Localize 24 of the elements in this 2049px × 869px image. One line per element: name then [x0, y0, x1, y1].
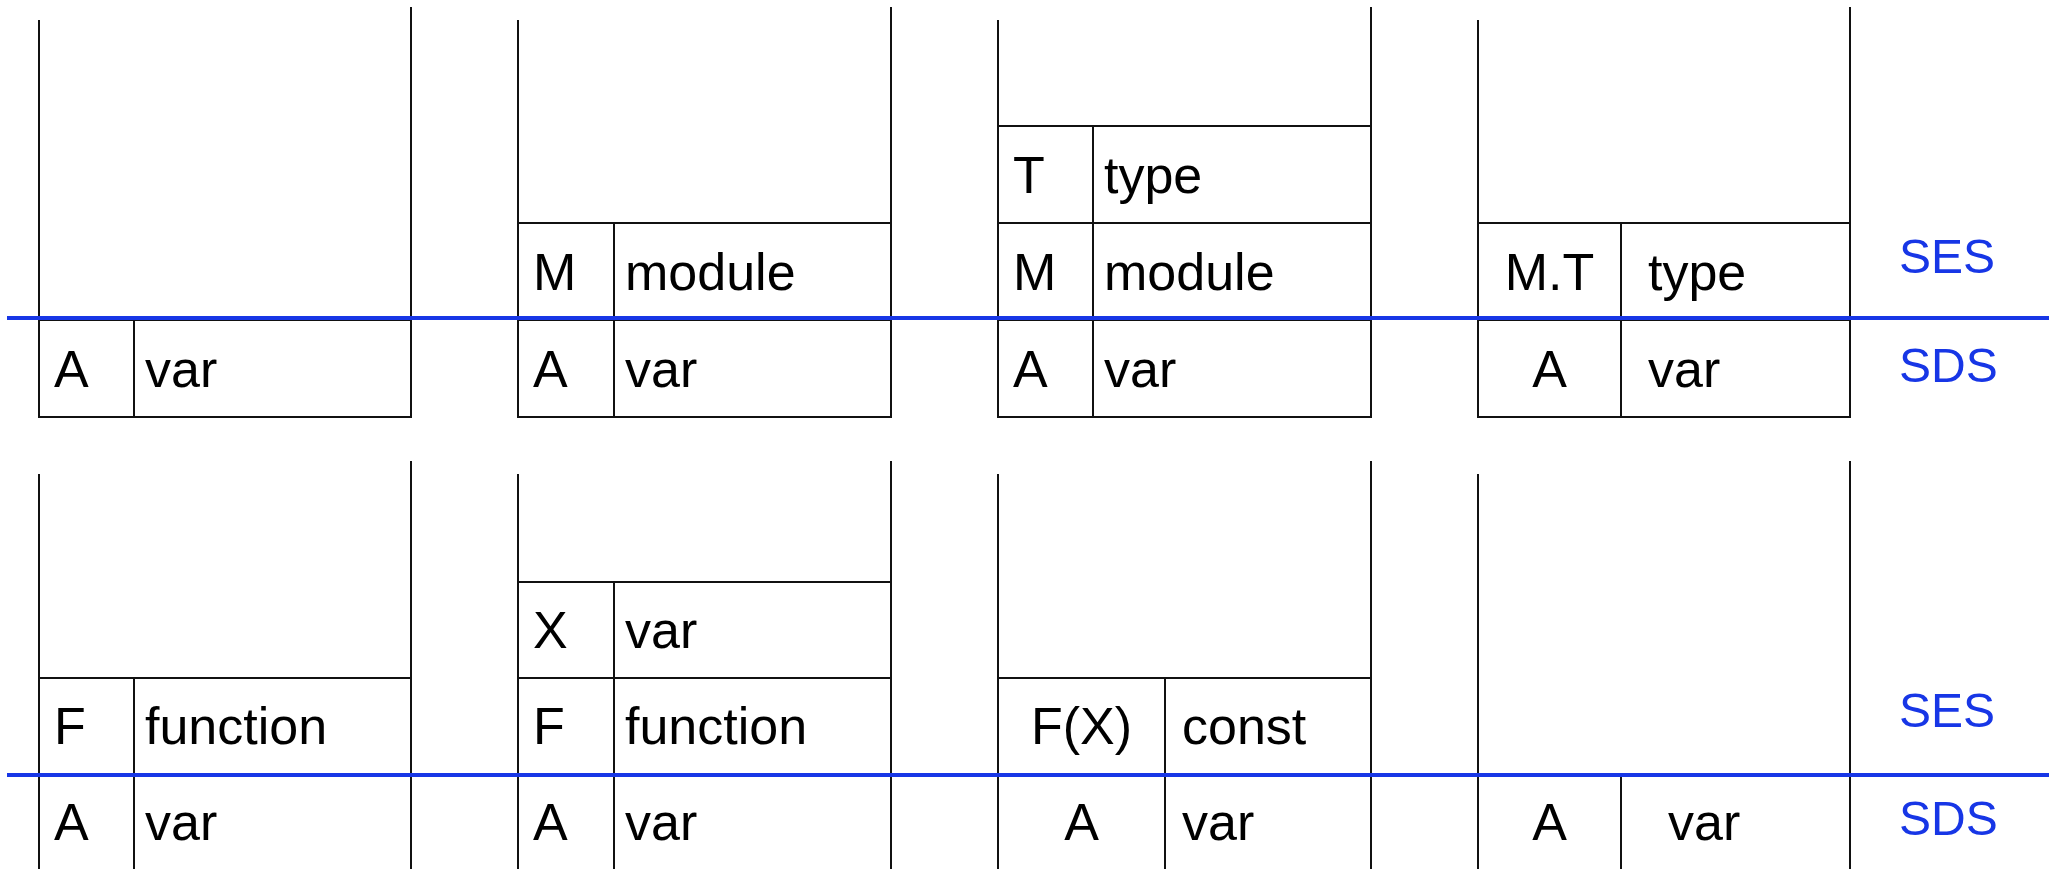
kind-text: var — [624, 792, 698, 852]
region-label: SDS — [1899, 342, 1998, 390]
kind-text: var — [144, 338, 218, 399]
kind-text: var — [624, 338, 698, 399]
table-row — [517, 581, 890, 677]
region-label: SDS — [1899, 795, 1998, 843]
symbol-cell: T — [999, 127, 1094, 222]
kind-text: var — [144, 792, 218, 852]
kind-text: const — [1181, 696, 1307, 756]
region-label: SES — [1899, 233, 1996, 281]
kind-text: var — [1647, 338, 1721, 399]
kind-text: module — [1103, 241, 1275, 302]
kind-text: function — [624, 696, 808, 756]
kind-text: var — [1103, 338, 1177, 399]
kind-text: function — [144, 696, 328, 756]
kind-text: type — [1103, 144, 1203, 205]
symbol-cell: X — [519, 583, 615, 677]
kind-text: var — [624, 600, 698, 660]
kind-text: module — [624, 241, 796, 302]
kind-text: type — [1647, 241, 1747, 302]
region-label: SES — [1899, 687, 1996, 735]
kind-text: var — [1181, 792, 1255, 852]
kind-text: var — [1667, 792, 1741, 852]
table-row — [997, 125, 1370, 222]
